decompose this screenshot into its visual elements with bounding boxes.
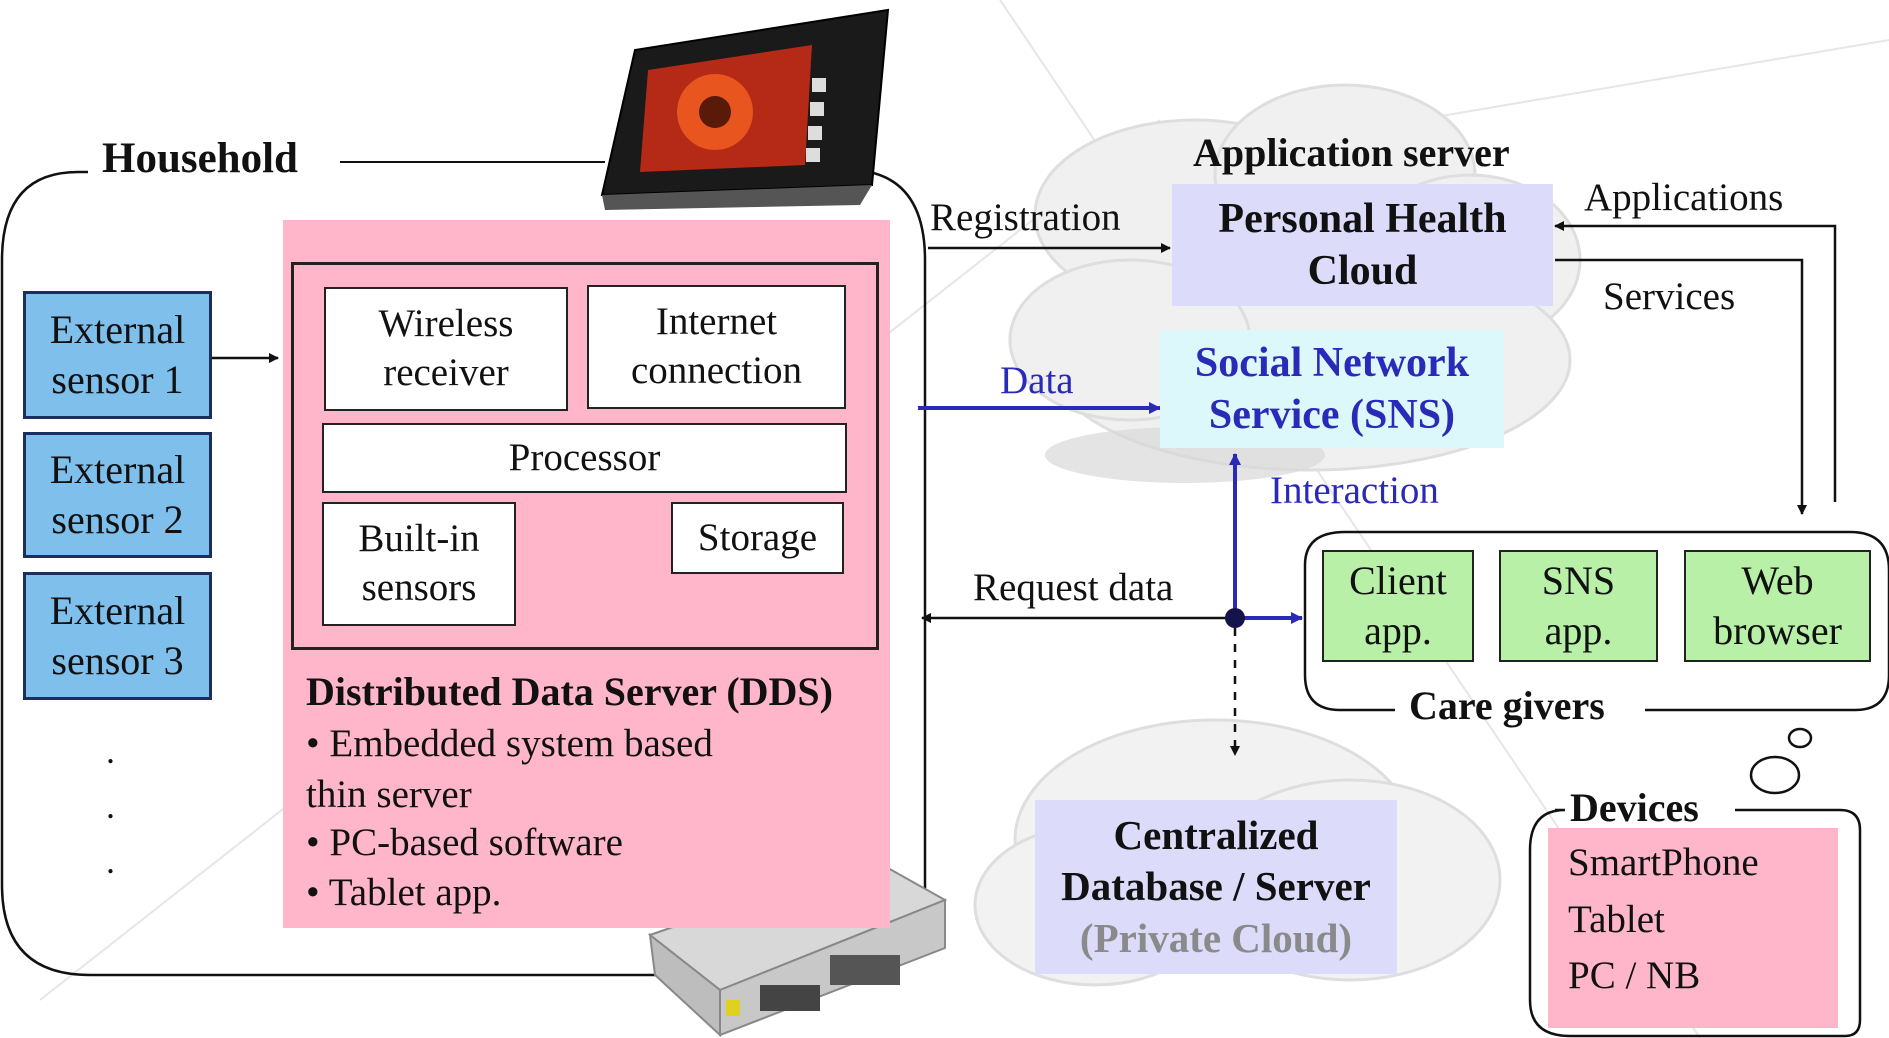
tablet-device-image (600, 8, 890, 210)
external-sensor-2: External sensor 2 (23, 432, 212, 558)
devices-panel (1548, 828, 1838, 1028)
device-smartphone: SmartPhone (1568, 841, 1759, 884)
client-app-box: Client app. (1322, 550, 1474, 662)
dds-bullet-tablet-app: • Tablet app. (306, 871, 502, 914)
application-server-title: Application server (1193, 130, 1510, 175)
dds-bullet-thin-server: • Embedded system based thin server (306, 722, 713, 816)
applications-arrow (1554, 221, 1837, 502)
centralized-database-box: Centralized Database / Server (Private C… (1035, 800, 1397, 974)
processor-box: Processor (322, 423, 847, 493)
devices-outline (1528, 808, 1862, 1038)
request-data-label: Request data (973, 566, 1174, 609)
storage-box: Storage (671, 502, 844, 574)
sensor-ellipsis-dot: . (106, 731, 115, 771)
sns-app-box: SNS app. (1499, 550, 1658, 662)
internet-connection-box: Internet connection (587, 285, 846, 409)
devices-title: Devices (1570, 785, 1699, 830)
built-in-sensors-box: Built-in sensors (322, 502, 516, 626)
thought-bubble-small (1787, 727, 1813, 749)
web-browser-box: Web browser (1684, 550, 1871, 662)
wireless-receiver-box: Wireless receiver (324, 287, 568, 411)
household-title: Household (102, 135, 298, 182)
dds-inner-frame (291, 262, 879, 650)
care-givers-outline (1303, 530, 1889, 712)
centralized-database-title: Centralized Database / Server (1061, 812, 1371, 910)
external-sensor-1: External sensor 1 (23, 291, 212, 419)
data-label: Data (1000, 359, 1074, 402)
dds-bullet-pc-software: • PC-based software (306, 821, 623, 864)
household-outline (0, 168, 927, 977)
personal-health-cloud-box: Personal Health Cloud (1172, 184, 1553, 306)
services-arrow (1555, 258, 1807, 515)
private-cloud-subtitle: (Private Cloud) (1079, 914, 1353, 961)
care-givers-title: Care givers (1409, 683, 1605, 728)
device-pc-nb: PC / NB (1568, 954, 1701, 997)
social-network-service-box: Social Network Service (SNS) (1160, 330, 1504, 448)
device-tablet: Tablet (1568, 898, 1665, 941)
external-sensor-3: External sensor 3 (23, 572, 212, 700)
registration-label: Registration (930, 196, 1121, 239)
sensor-ellipsis-dot: . (106, 841, 115, 881)
dds-title: Distributed Data Server (DDS) (306, 669, 833, 714)
thought-bubble-large (1749, 755, 1801, 795)
sensor-ellipsis-dot: . (106, 786, 115, 826)
services-label: Services (1603, 275, 1736, 318)
interaction-label: Interaction (1270, 469, 1439, 512)
applications-label: Applications (1584, 176, 1784, 219)
junction-dot (1225, 608, 1245, 628)
